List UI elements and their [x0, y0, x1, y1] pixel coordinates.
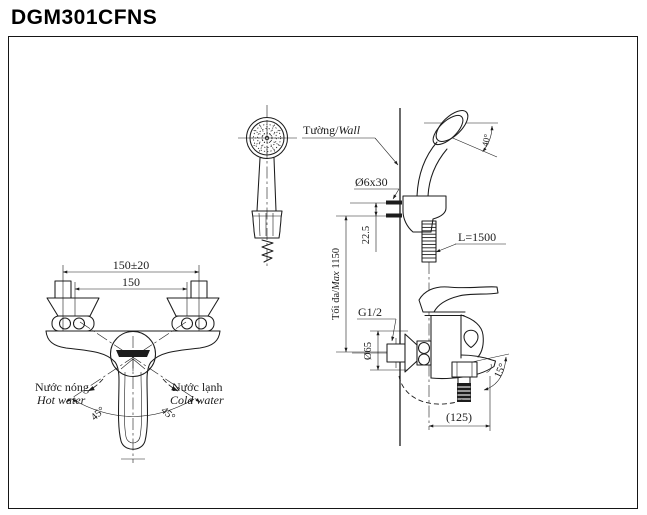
- hot-water-label-en: Hot water: [36, 393, 86, 407]
- model-number-title: DGM301CFNS: [11, 6, 158, 29]
- mounting-screw-bottom: [386, 213, 402, 218]
- escutcheon-cone: [404, 333, 418, 373]
- thread-label: G1/2: [358, 305, 382, 319]
- spout-angle-label: 15°: [493, 362, 509, 380]
- shower-hook-knob: [463, 329, 479, 349]
- hose-connector-nut: [251, 210, 283, 239]
- hose-curve-dashed: [398, 375, 467, 405]
- handle-dome: [109, 330, 157, 378]
- wall-bracket: [402, 195, 447, 233]
- faucet-body-side: [418, 286, 499, 402]
- cold-water-label-vi: Nước lạnh: [172, 380, 223, 394]
- dim-overall-label: 150±20: [113, 258, 150, 272]
- angle-left-label: 45°: [89, 405, 107, 423]
- max-height-label: Tối đa/Max 1150: [331, 248, 342, 320]
- shower-head-side: [435, 109, 469, 143]
- shower-handle: [256, 157, 261, 212]
- dim-centers-label: 150: [122, 275, 140, 289]
- screw-offset-label: 22.5: [361, 226, 372, 244]
- shower-head-face: [245, 116, 289, 160]
- cold-water-label-en: Cold water: [170, 393, 224, 407]
- hose-spring: [421, 220, 437, 263]
- head-angle-label: 40°: [480, 133, 492, 148]
- diverter-nut: [451, 361, 478, 378]
- wall-thread-fitting: [386, 343, 406, 363]
- angle-right-label: 45°: [159, 405, 177, 423]
- screw-dim-label: Ø6x30: [355, 175, 388, 189]
- mounting-screw-top: [386, 200, 402, 205]
- hose-coil: [261, 239, 274, 263]
- hand-shower-front-drawing: [238, 105, 297, 268]
- side-view-installation-drawing: Tường/Wall 40° Ø6x30 22.5 Tối đa/Max 115…: [302, 108, 510, 446]
- hose-outlet-thread: [457, 383, 471, 402]
- hot-water-label-vi: Nước nóng: [35, 380, 89, 394]
- spout-reach-label: (125): [446, 410, 472, 424]
- wall-label: Tường/Wall: [303, 123, 361, 137]
- left-inlet-funnel: [46, 297, 100, 317]
- front-view-mixer-drawing: 150±20 150 45° 45°: [35, 258, 224, 463]
- spray-nozzle-pattern: [251, 122, 283, 154]
- right-inlet-funnel: [166, 297, 220, 317]
- hose-length-label: L=1500: [458, 230, 496, 244]
- shower-holder-arm: [416, 141, 438, 197]
- escutcheon-dim-label: Ø65: [363, 342, 374, 360]
- lever-handle-side: [418, 286, 499, 313]
